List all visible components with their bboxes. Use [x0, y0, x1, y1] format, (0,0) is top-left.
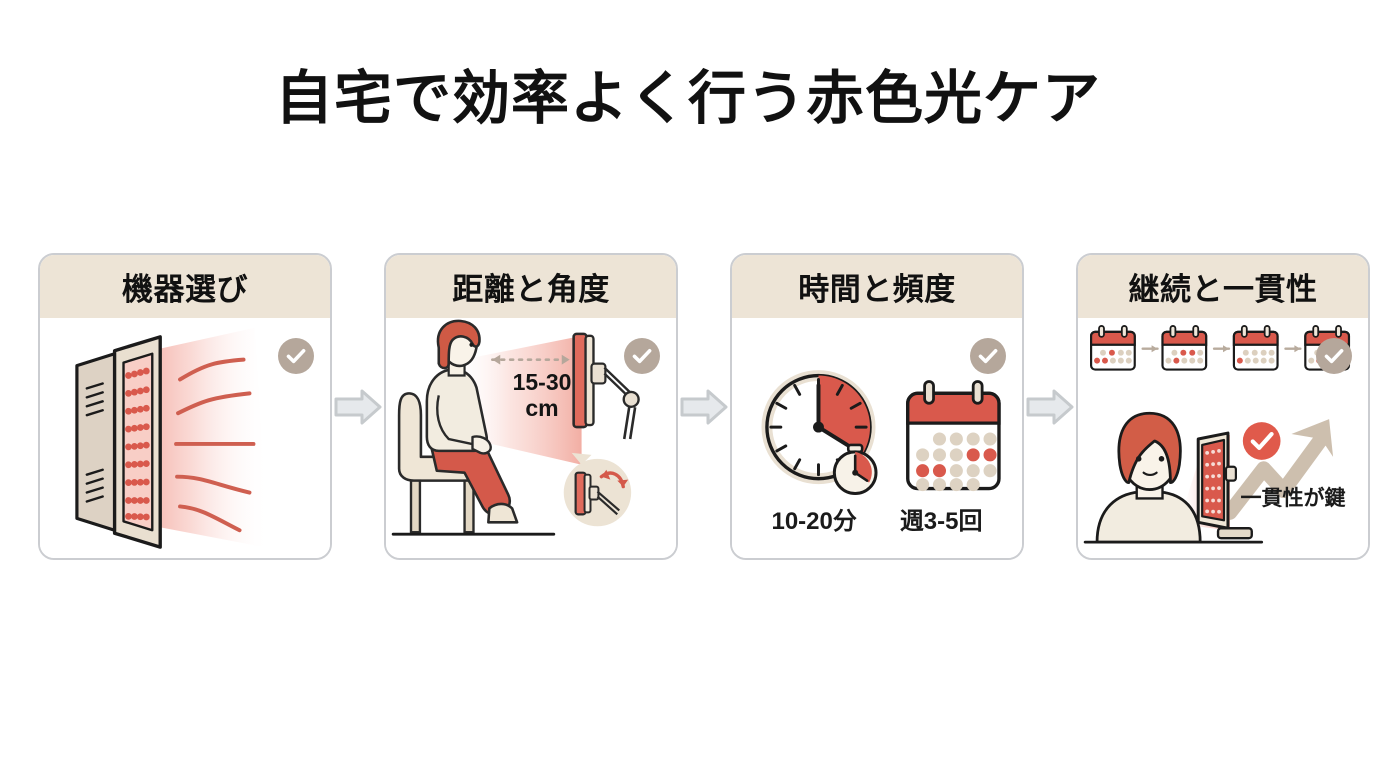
step-card-device-selection[interactable]: 機器選び: [38, 253, 332, 560]
clock-calendar-scene: [732, 318, 1022, 558]
step-header-3: 時間と頻度: [732, 255, 1022, 318]
step-title-3: 時間と頻度: [798, 272, 956, 307]
step-body-1: [40, 318, 330, 558]
step-title-1: 機器選び: [122, 272, 248, 307]
check-icon: [970, 338, 1006, 374]
step-title-4: 継続と一貫性: [1128, 272, 1318, 307]
step-header-1: 機器選び: [40, 255, 330, 318]
step-body-3: 10-20分 週3-5回: [732, 318, 1022, 558]
step-header-4: 継続と一貫性: [1078, 255, 1368, 318]
distance-value: 15-30: [512, 369, 572, 395]
distance-unit: cm: [525, 394, 559, 421]
step-body-2: 15-30 cm: [386, 318, 676, 558]
check-icon: [1316, 338, 1352, 374]
duration-label: 10-20分: [771, 508, 857, 535]
arrow-right-icon: [678, 387, 730, 427]
step-card-distance-angle[interactable]: 距離と角度: [384, 253, 678, 560]
distance-label: 15-30 cm: [482, 369, 602, 422]
arrow-right-icon: [1024, 387, 1076, 427]
check-icon: [278, 338, 314, 374]
consistency-key-label: 一貫性が鍵: [1240, 487, 1346, 510]
page-title: 自宅で効率よく行う赤色光ケア: [274, 66, 1101, 131]
frequency-label: 週3-5回: [899, 508, 983, 535]
step-header-2: 距離と角度: [386, 255, 676, 318]
step-title-2: 距離と角度: [452, 272, 610, 307]
connector-2: [678, 253, 730, 560]
steps-row: 機器選び: [38, 253, 1370, 560]
time-frequency-captions: 10-20分 週3-5回: [732, 501, 1022, 536]
seated-person-scene: [386, 318, 676, 558]
connector-1: [332, 253, 384, 560]
arrow-right-icon: [332, 387, 384, 427]
check-icon: [624, 338, 660, 374]
connector-3: [1024, 253, 1076, 560]
led-panel-scene: [40, 318, 330, 558]
step-card-time-frequency[interactable]: 時間と頻度: [730, 253, 1024, 560]
step-card-continuity[interactable]: 継続と一貫性: [1076, 253, 1370, 560]
step-body-4: 一貫性が鍵: [1078, 318, 1368, 558]
